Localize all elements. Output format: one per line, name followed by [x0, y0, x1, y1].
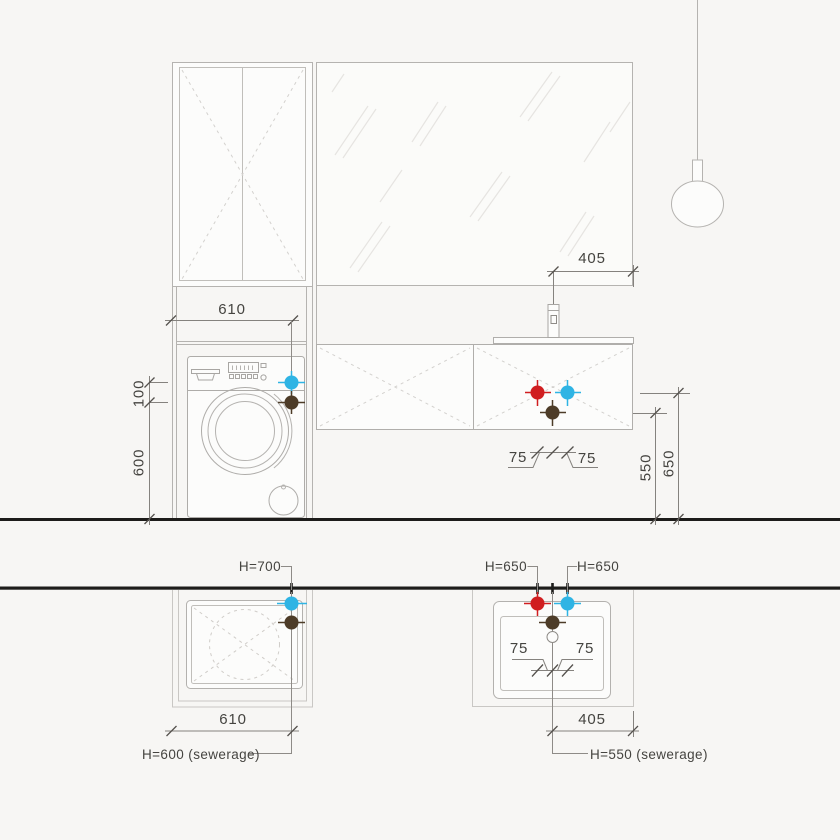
label-sink-cold-water-height: H=650 — [577, 559, 620, 574]
label-sink-sewerage-height: H=550 (sewerage) — [590, 747, 708, 762]
label-washer-water-height: H=700 — [238, 559, 281, 574]
pendant-light — [671, 0, 724, 228]
label-washer-sewerage-height: H=600 (sewerage) — [142, 747, 260, 762]
dim-hot-offset: 75 — [508, 449, 528, 466]
sink-hot-water-point — [525, 380, 551, 406]
sink-sewerage-point-plan — [539, 615, 566, 630]
washing-machine — [187, 356, 305, 518]
control-buttons — [229, 374, 258, 379]
sink-cold-water-point-plan — [554, 592, 581, 616]
dim-water-above-drain: 100 — [130, 379, 148, 408]
plan-leader-lines — [248, 566, 588, 754]
sink-hot-water-point-plan — [524, 592, 551, 616]
dim-washer-niche-width-plan: 610 — [219, 711, 247, 728]
filter-door — [268, 485, 299, 516]
dim-hot-offset-plan: 75 — [509, 640, 529, 657]
detergent-drawer — [191, 369, 220, 381]
sink-sewerage-point — [540, 400, 566, 426]
sink-drain-hole — [546, 631, 559, 643]
dim-washer-niche-width: 610 — [218, 301, 246, 318]
washer-sewerage-point-plan — [278, 615, 305, 630]
mirror-reflection-hatching — [331, 71, 631, 273]
washing-machine-plan — [186, 600, 303, 689]
washer-cold-water-point-plan — [277, 596, 307, 611]
dim-cold-offset: 75 — [577, 450, 597, 467]
dim-faucet-to-wall: 405 — [578, 250, 606, 267]
control-display — [228, 362, 259, 373]
mirror — [316, 62, 633, 286]
plan-dimension-ticks — [166, 664, 639, 737]
wall-line — [0, 586, 840, 590]
dim-drain-to-wall-plan: 405 — [578, 711, 606, 728]
washer-cold-water-point — [278, 371, 305, 394]
sink-cold-water-point — [555, 380, 581, 406]
washer-door — [201, 387, 293, 475]
dim-sink-water-height: 650 — [660, 449, 678, 478]
floor-line — [0, 518, 840, 521]
washer-sewerage-point — [278, 391, 305, 414]
washer-niche-plan — [172, 590, 313, 708]
label-sink-hot-water-height: H=650 — [484, 559, 527, 574]
elevation-dimensions — [149, 265, 690, 525]
vanity-cabinet — [316, 344, 633, 430]
dim-cold-offset-plan: 75 — [575, 640, 595, 657]
elevation-dimension-ticks — [144, 266, 684, 525]
dim-drain-height: 600 — [130, 448, 148, 477]
sink-rim — [493, 337, 634, 344]
dim-sink-drain-height: 550 — [637, 453, 655, 482]
faucet — [547, 304, 560, 338]
washer-niche — [172, 286, 317, 518]
tall-cabinet — [172, 62, 313, 287]
